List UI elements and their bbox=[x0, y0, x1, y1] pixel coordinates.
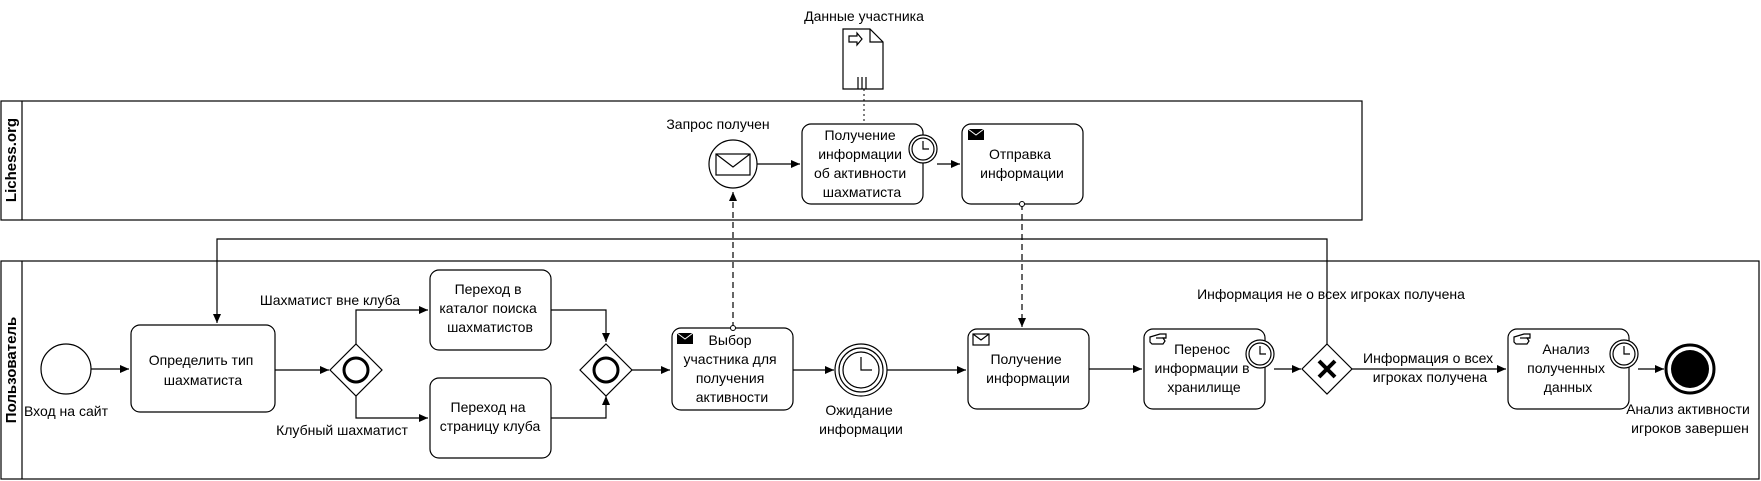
svg-text:Анализ полученных: Анализ полученных данных bbox=[1527, 341, 1609, 395]
input-arrow-icon bbox=[848, 31, 863, 47]
svg-text:Анализ активности игроко: Анализ активности игроков завершен bbox=[1626, 401, 1754, 436]
task-line: активности bbox=[696, 389, 769, 405]
event-waiting-label: Ожидание bbox=[825, 402, 893, 418]
clock-icon bbox=[842, 351, 880, 389]
cross-icon bbox=[1317, 359, 1337, 379]
task-transfer: Перенос информации в хранилище bbox=[1143, 328, 1275, 410]
flow-label-all: Информация о всех bbox=[1363, 350, 1493, 366]
task-line: хранилище bbox=[1167, 379, 1240, 395]
gateway-split bbox=[329, 343, 383, 397]
task-line: Переход на bbox=[451, 399, 526, 415]
task-line: Получение bbox=[824, 127, 895, 143]
task-line: участника для bbox=[684, 351, 777, 367]
task-send-info: Отправка информации bbox=[961, 123, 1084, 205]
task-line: Анализ bbox=[1542, 341, 1589, 357]
envelope-icon bbox=[715, 153, 751, 176]
lane-lichess: Lichess.org bbox=[0, 100, 1363, 221]
envelope-icon bbox=[972, 333, 990, 346]
task-choose-member: Выбор участника для получения активности bbox=[671, 327, 794, 411]
task-receive-info: Получение информации bbox=[967, 328, 1090, 410]
event-request-received: Запрос получен bbox=[666, 116, 770, 189]
task-line: полученных bbox=[1527, 360, 1605, 376]
event-end-label: Анализ активности bbox=[1626, 401, 1750, 417]
data-object-participant: Данные участника bbox=[804, 8, 924, 90]
task-goto-club: Переход на страницу клуба bbox=[429, 377, 552, 459]
task-line: информации bbox=[986, 370, 1070, 386]
task-line: Переход в bbox=[455, 281, 522, 297]
flow-label-outside-club: Шахматист вне клуба bbox=[260, 292, 400, 308]
event-waiting-label: информации bbox=[819, 421, 903, 437]
task-line: данных bbox=[1544, 379, 1592, 395]
task-line: страницу клуба bbox=[440, 418, 541, 434]
svg-text:Переход в каталог поиска: Переход в каталог поиска шахматистов bbox=[439, 281, 540, 335]
task-line: Отправка bbox=[989, 146, 1051, 162]
task-analyze: Анализ полученных данных bbox=[1507, 328, 1639, 410]
task-define-type: Определить тип шахматиста bbox=[130, 324, 276, 413]
svg-text:Определить тип шахматист: Определить тип шахматиста bbox=[149, 352, 258, 388]
task-line: об активности bbox=[814, 165, 906, 181]
svg-text:Переход на страницу клуб: Переход на страницу клуба bbox=[440, 399, 541, 434]
task-line: Перенос bbox=[1174, 341, 1230, 357]
task-line: Определить тип bbox=[149, 352, 254, 368]
timer-icon bbox=[908, 134, 938, 164]
task-line: информации bbox=[980, 165, 1064, 181]
data-object-label: Данные участника bbox=[804, 8, 924, 24]
event-request-label: Запрос получен bbox=[666, 116, 769, 132]
svg-text:Перенос информации в: Перенос информации в хранилище bbox=[1155, 341, 1254, 395]
manual-hand-icon bbox=[1513, 333, 1531, 345]
gateway-exclusive bbox=[1301, 343, 1353, 395]
event-enter-label: Вход на сайт bbox=[24, 403, 109, 419]
svg-text:Информация о всех игроках: Информация о всех игроках получена bbox=[1363, 350, 1497, 385]
event-end: Анализ активности игроков завершен bbox=[1626, 343, 1754, 436]
task-line: информации в bbox=[1155, 360, 1250, 376]
event-waiting: Ожидание информации bbox=[819, 343, 903, 437]
svg-text:Отправка информации: Отправка информации bbox=[980, 146, 1064, 181]
lane-title-lichess: Lichess.org bbox=[3, 118, 20, 202]
lane-title-user: Пользователь bbox=[3, 317, 20, 423]
envelope-filled-icon bbox=[676, 332, 694, 344]
task-get-activity: Получение информации об активности шахма… bbox=[801, 123, 938, 205]
svg-text:Получение информации: Получение информации bbox=[986, 351, 1070, 386]
collection-marker-icon bbox=[857, 77, 867, 89]
task-line: Выбор bbox=[709, 332, 752, 348]
svg-text:Выбор участника для: Выбор участника для получения активности bbox=[684, 332, 781, 405]
task-goto-catalog: Переход в каталог поиска шахматистов bbox=[429, 269, 552, 351]
task-line: Получение bbox=[990, 351, 1061, 367]
task-line: получения bbox=[696, 370, 764, 386]
flow-label-not-all: Информация не о всех игроках получена bbox=[1197, 286, 1465, 302]
task-line: информации bbox=[818, 146, 902, 162]
svg-text:Получение информации: Получение информации об активности шахма… bbox=[814, 127, 910, 200]
flow-label-all: игроках получена bbox=[1373, 369, 1488, 385]
task-line: шахматистов bbox=[447, 319, 533, 335]
event-end-label: игроков завершен bbox=[1631, 420, 1749, 436]
gateway-merge bbox=[579, 343, 633, 397]
envelope-filled-icon bbox=[967, 128, 985, 140]
flow-label-club-member: Клубный шахматист bbox=[276, 422, 408, 438]
timer-icon bbox=[1245, 339, 1275, 369]
task-line: шахматиста bbox=[823, 184, 902, 200]
task-line: шахматиста bbox=[164, 372, 243, 388]
event-enter-site: Вход на сайт bbox=[24, 343, 109, 419]
task-line: каталог поиска bbox=[439, 300, 537, 316]
timer-icon bbox=[1609, 339, 1639, 369]
svg-text:Ожидание информации: Ожидание информации bbox=[819, 402, 903, 437]
manual-hand-icon bbox=[1149, 333, 1167, 345]
